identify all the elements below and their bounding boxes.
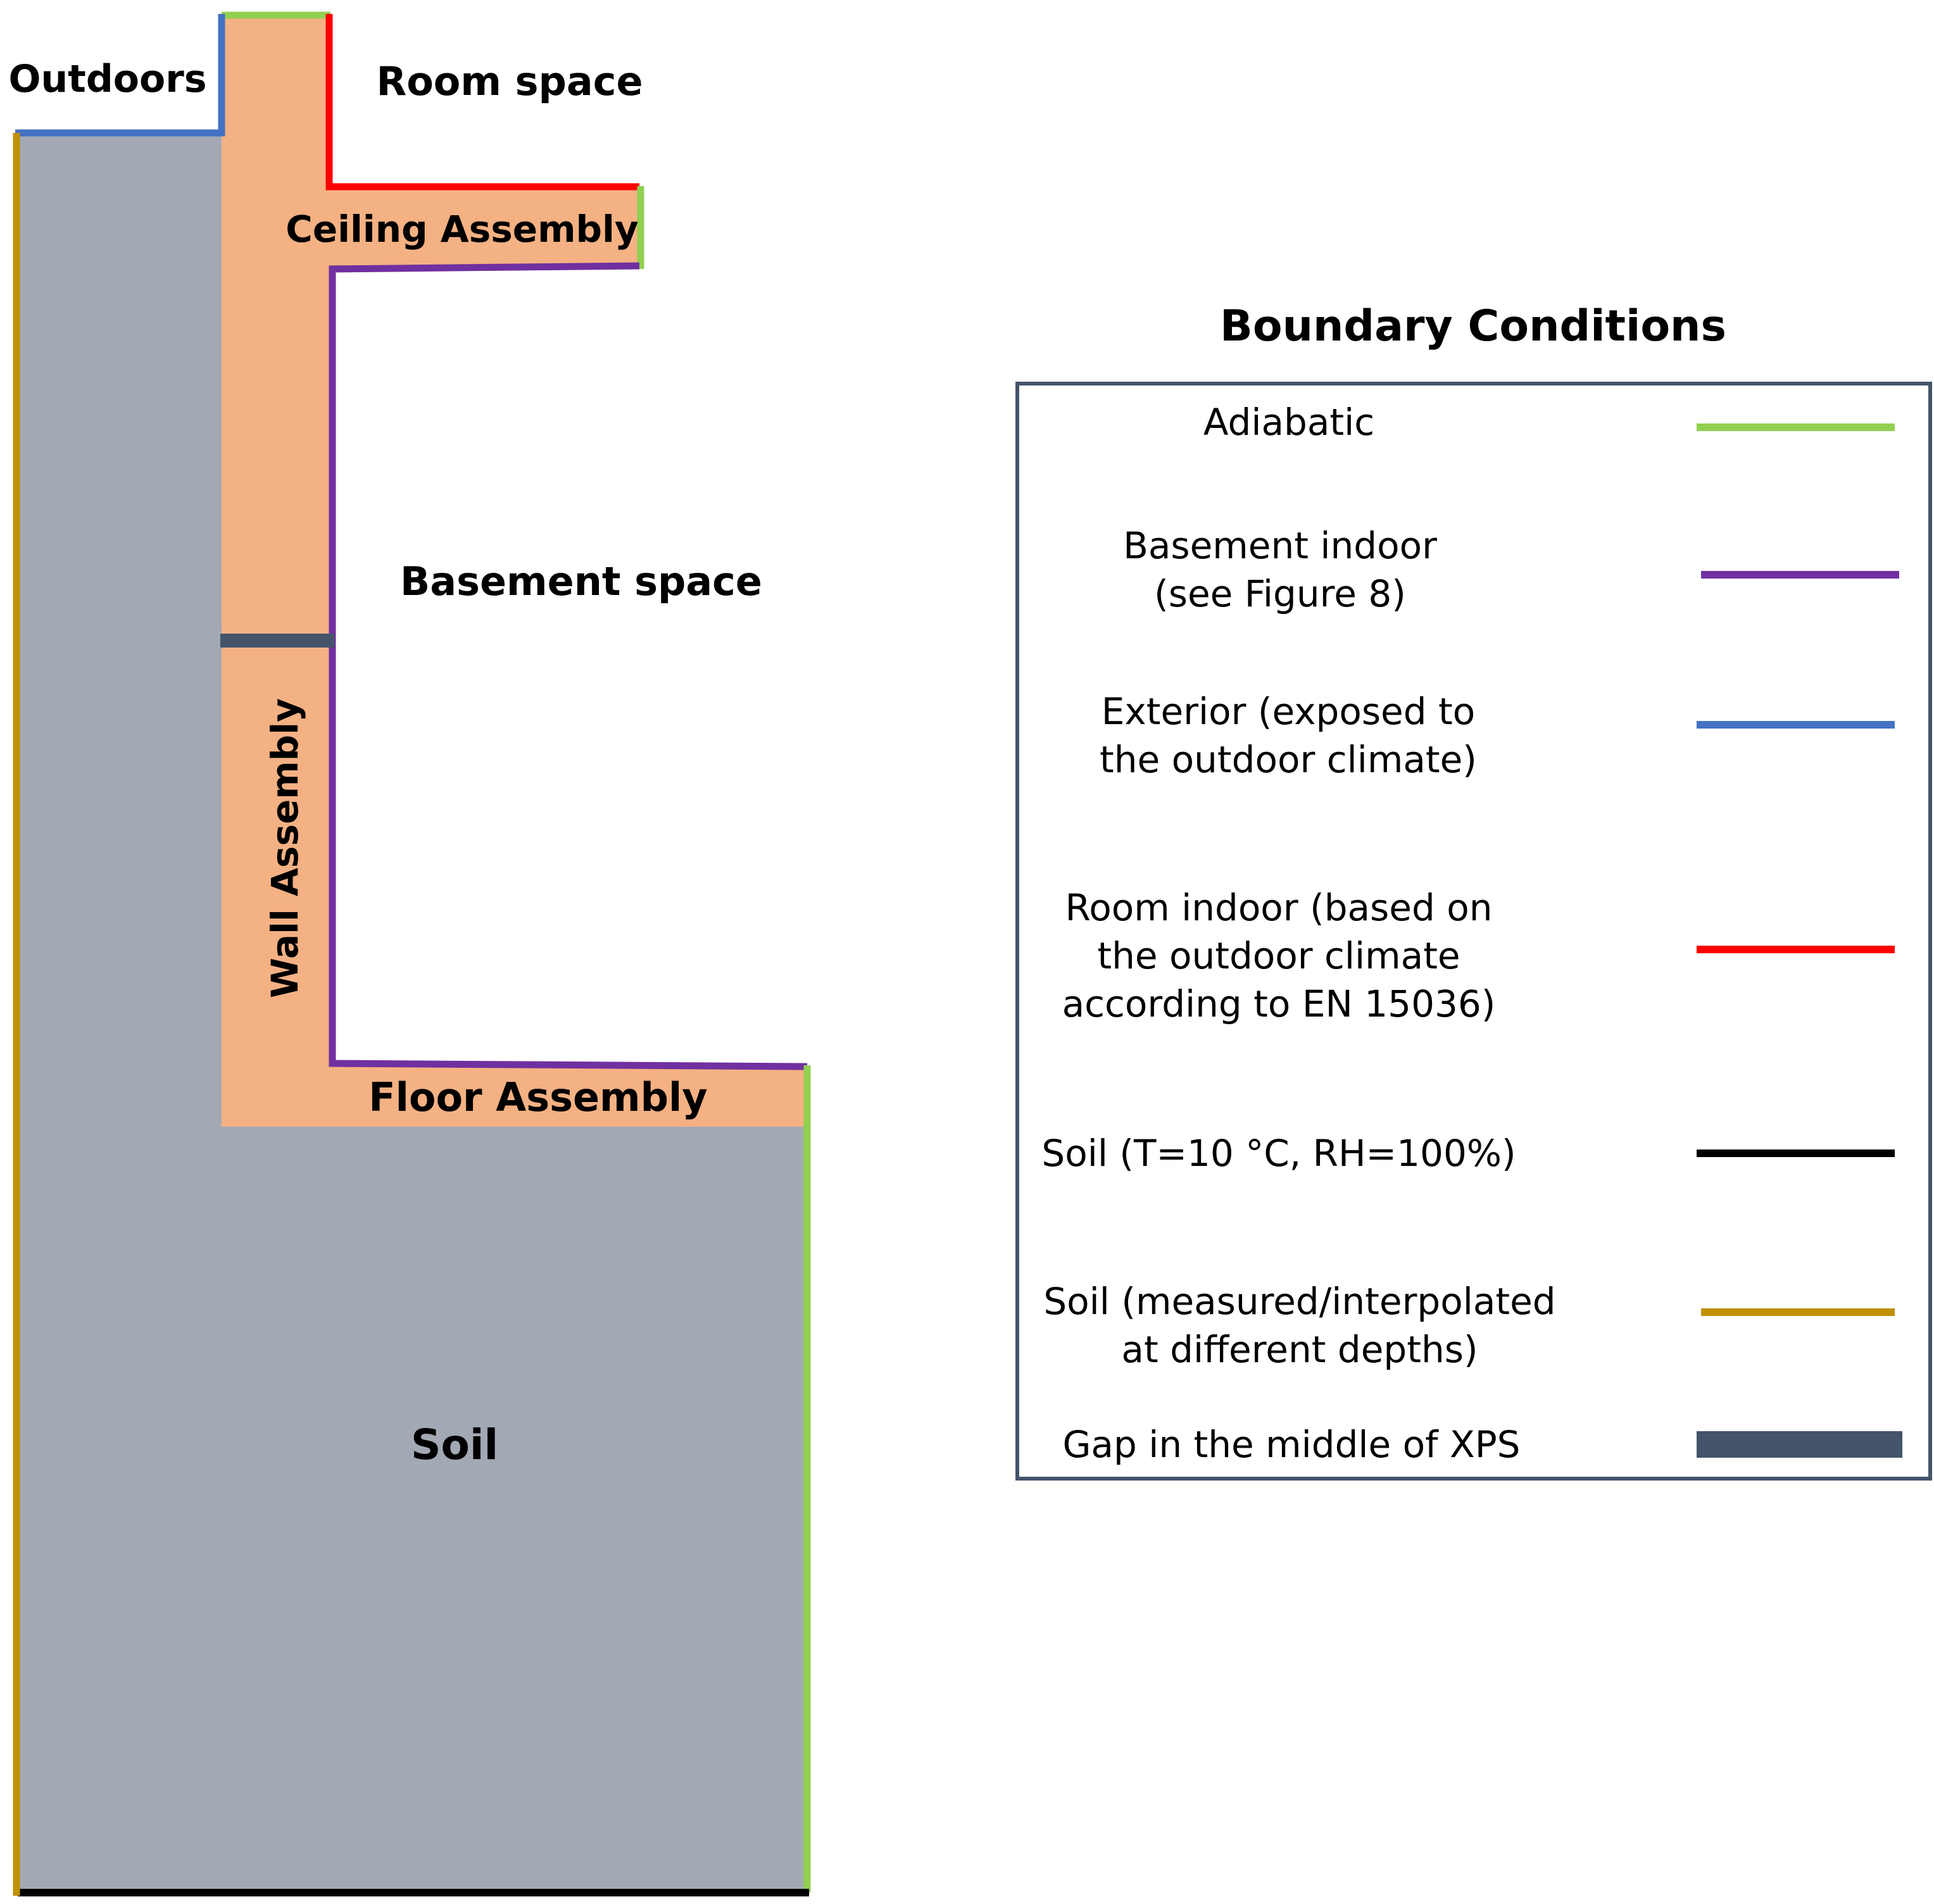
legend-label-3-2: according to EN 15036) [1062, 982, 1496, 1025]
room-space-label: Room space [376, 58, 643, 104]
legend-label-0-0: Adiabatic [1203, 401, 1374, 444]
basement-indoor-boundary [329, 262, 808, 1070]
basement-space-label: Basement space [400, 558, 762, 604]
legend-label-5-0: Soil (measured/interpolated [1043, 1280, 1555, 1323]
legend-title: Boundary Conditions [1220, 301, 1726, 351]
soil-region [15, 133, 807, 1893]
legend-label-3-0: Room indoor (based on [1065, 886, 1493, 929]
legend-label-1-0: Basement indoor [1123, 524, 1437, 567]
legend-label-3-1: the outdoor climate [1097, 934, 1460, 977]
ceiling-assembly-label: Ceiling Assembly [286, 208, 638, 251]
outdoors-label: Outdoors [8, 57, 206, 101]
room-indoor-boundary [325, 14, 639, 191]
wall-assembly-label: Wall Assembly [263, 698, 306, 998]
floor-assembly-label: Floor Assembly [368, 1074, 707, 1120]
legend-label-5-1: at different depths) [1121, 1328, 1478, 1371]
legend-label-2-0: Exterior (exposed to [1102, 690, 1475, 733]
legend-frame [1015, 382, 1932, 1481]
exterior-boundary [15, 14, 225, 137]
legend-label-2-1: the outdoor climate) [1100, 738, 1477, 781]
legend-label-1-1: (see Figure 8) [1154, 572, 1406, 615]
assembly-region [222, 14, 807, 1127]
legend-label-4-0: Soil (T=10 °C, RH=100%) [1041, 1132, 1516, 1175]
legend-label-6-0: Gap in the middle of XPS [1062, 1423, 1520, 1466]
soil-label: Soil [411, 1420, 498, 1469]
